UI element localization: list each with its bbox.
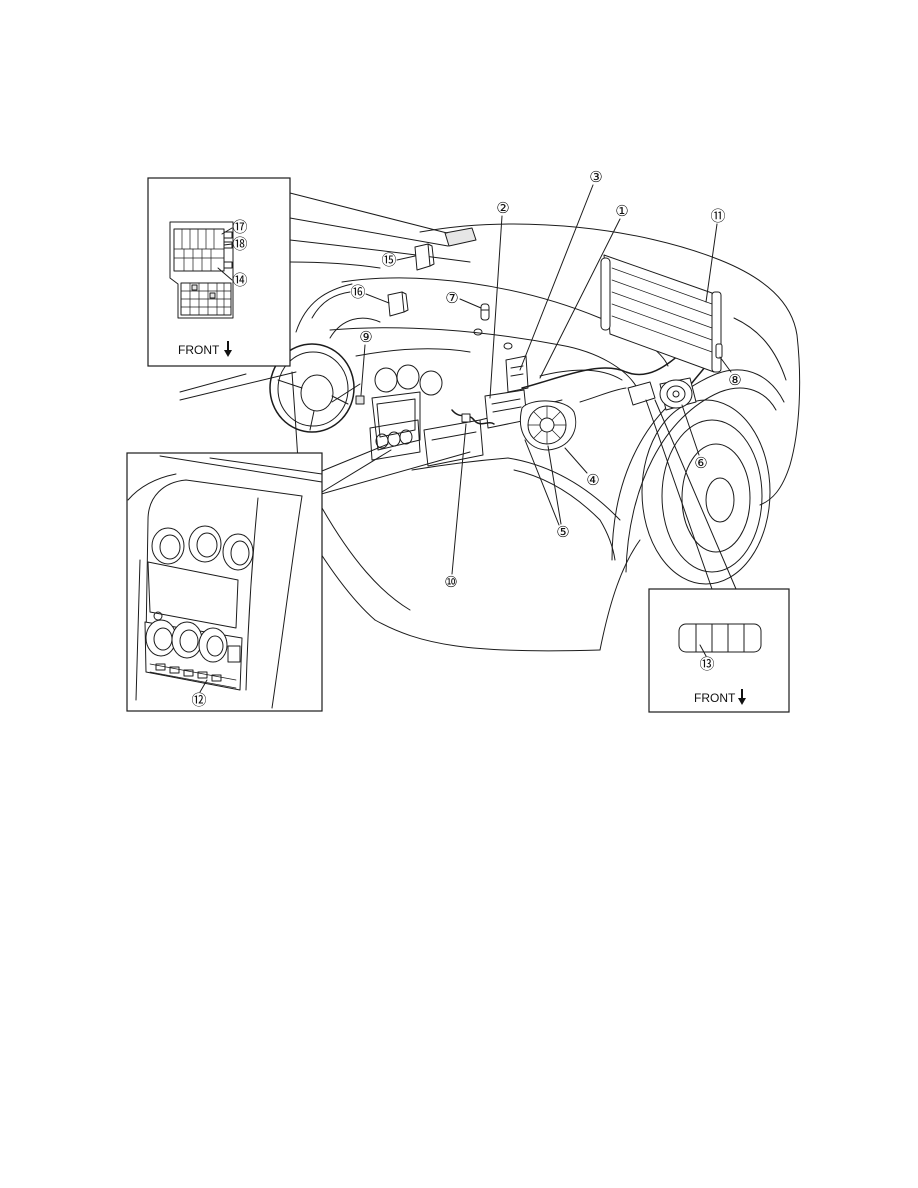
callout-3: ③ — [589, 168, 602, 186]
down-arrow-icon — [224, 341, 232, 357]
callout-6: ⑥ — [694, 454, 707, 472]
heater-unit — [484, 355, 529, 429]
wiring-harness-10 — [451, 409, 495, 425]
ac-compressor — [659, 377, 697, 411]
center-console-detail — [127, 455, 323, 709]
fuse-block-detail — [169, 221, 234, 319]
center-console-inset: ⑫ — [126, 443, 392, 712]
front-tire — [641, 399, 771, 585]
callout-1: ① — [615, 202, 628, 220]
callout-18: ⑱ — [232, 235, 247, 253]
front-direction-label: FRONT — [178, 343, 220, 357]
callout-7: ⑦ — [445, 289, 458, 307]
module-16 — [387, 291, 409, 317]
callout-11: ⑪ — [710, 207, 725, 225]
module-15 — [414, 243, 435, 271]
front-direction-label: FRONT — [694, 691, 736, 705]
callout-8: ⑧ — [728, 371, 741, 389]
climate-control-panel — [144, 611, 243, 691]
relay-block-detail — [678, 623, 762, 653]
sensor-9 — [355, 395, 365, 405]
callout-5: ⑤ — [556, 523, 569, 541]
callout-13: ⑬ — [699, 655, 714, 673]
fuse-block — [444, 227, 477, 247]
steering-wheel — [269, 343, 361, 433]
sensor-8 — [715, 343, 723, 359]
callout-16: ⑯ — [350, 283, 365, 301]
callout-17: ⑰ — [232, 218, 247, 236]
callout-9: ⑨ — [359, 328, 372, 346]
callout-10: ⑩ — [444, 573, 457, 591]
callout-12: ⑫ — [191, 691, 206, 709]
main-callouts: ① ② ③ ④ ⑤ ⑥ ⑦ ⑧ ⑨ ⑩ ⑪ ⑮ ⑯ — [350, 168, 741, 591]
sensor-7 — [480, 303, 490, 321]
callout-leader-lines — [360, 184, 732, 575]
callout-15: ⑮ — [381, 251, 396, 269]
relay-box — [627, 381, 656, 406]
console-air-vents — [151, 525, 254, 571]
vehicle-body-outline — [179, 223, 801, 652]
down-arrow-icon — [738, 689, 746, 705]
fuse-block-inset: ⑰ ⑱ ⑭ FRONT — [147, 177, 449, 367]
condenser — [600, 254, 722, 373]
callout-14: ⑭ — [232, 271, 247, 289]
relay-block-inset: ⑬ FRONT — [645, 399, 790, 713]
callout-4: ④ — [586, 471, 599, 489]
blower-motor — [520, 400, 577, 451]
dashboard-center — [369, 364, 443, 461]
dash-vents-top — [473, 328, 513, 350]
callout-2: ② — [496, 199, 509, 217]
